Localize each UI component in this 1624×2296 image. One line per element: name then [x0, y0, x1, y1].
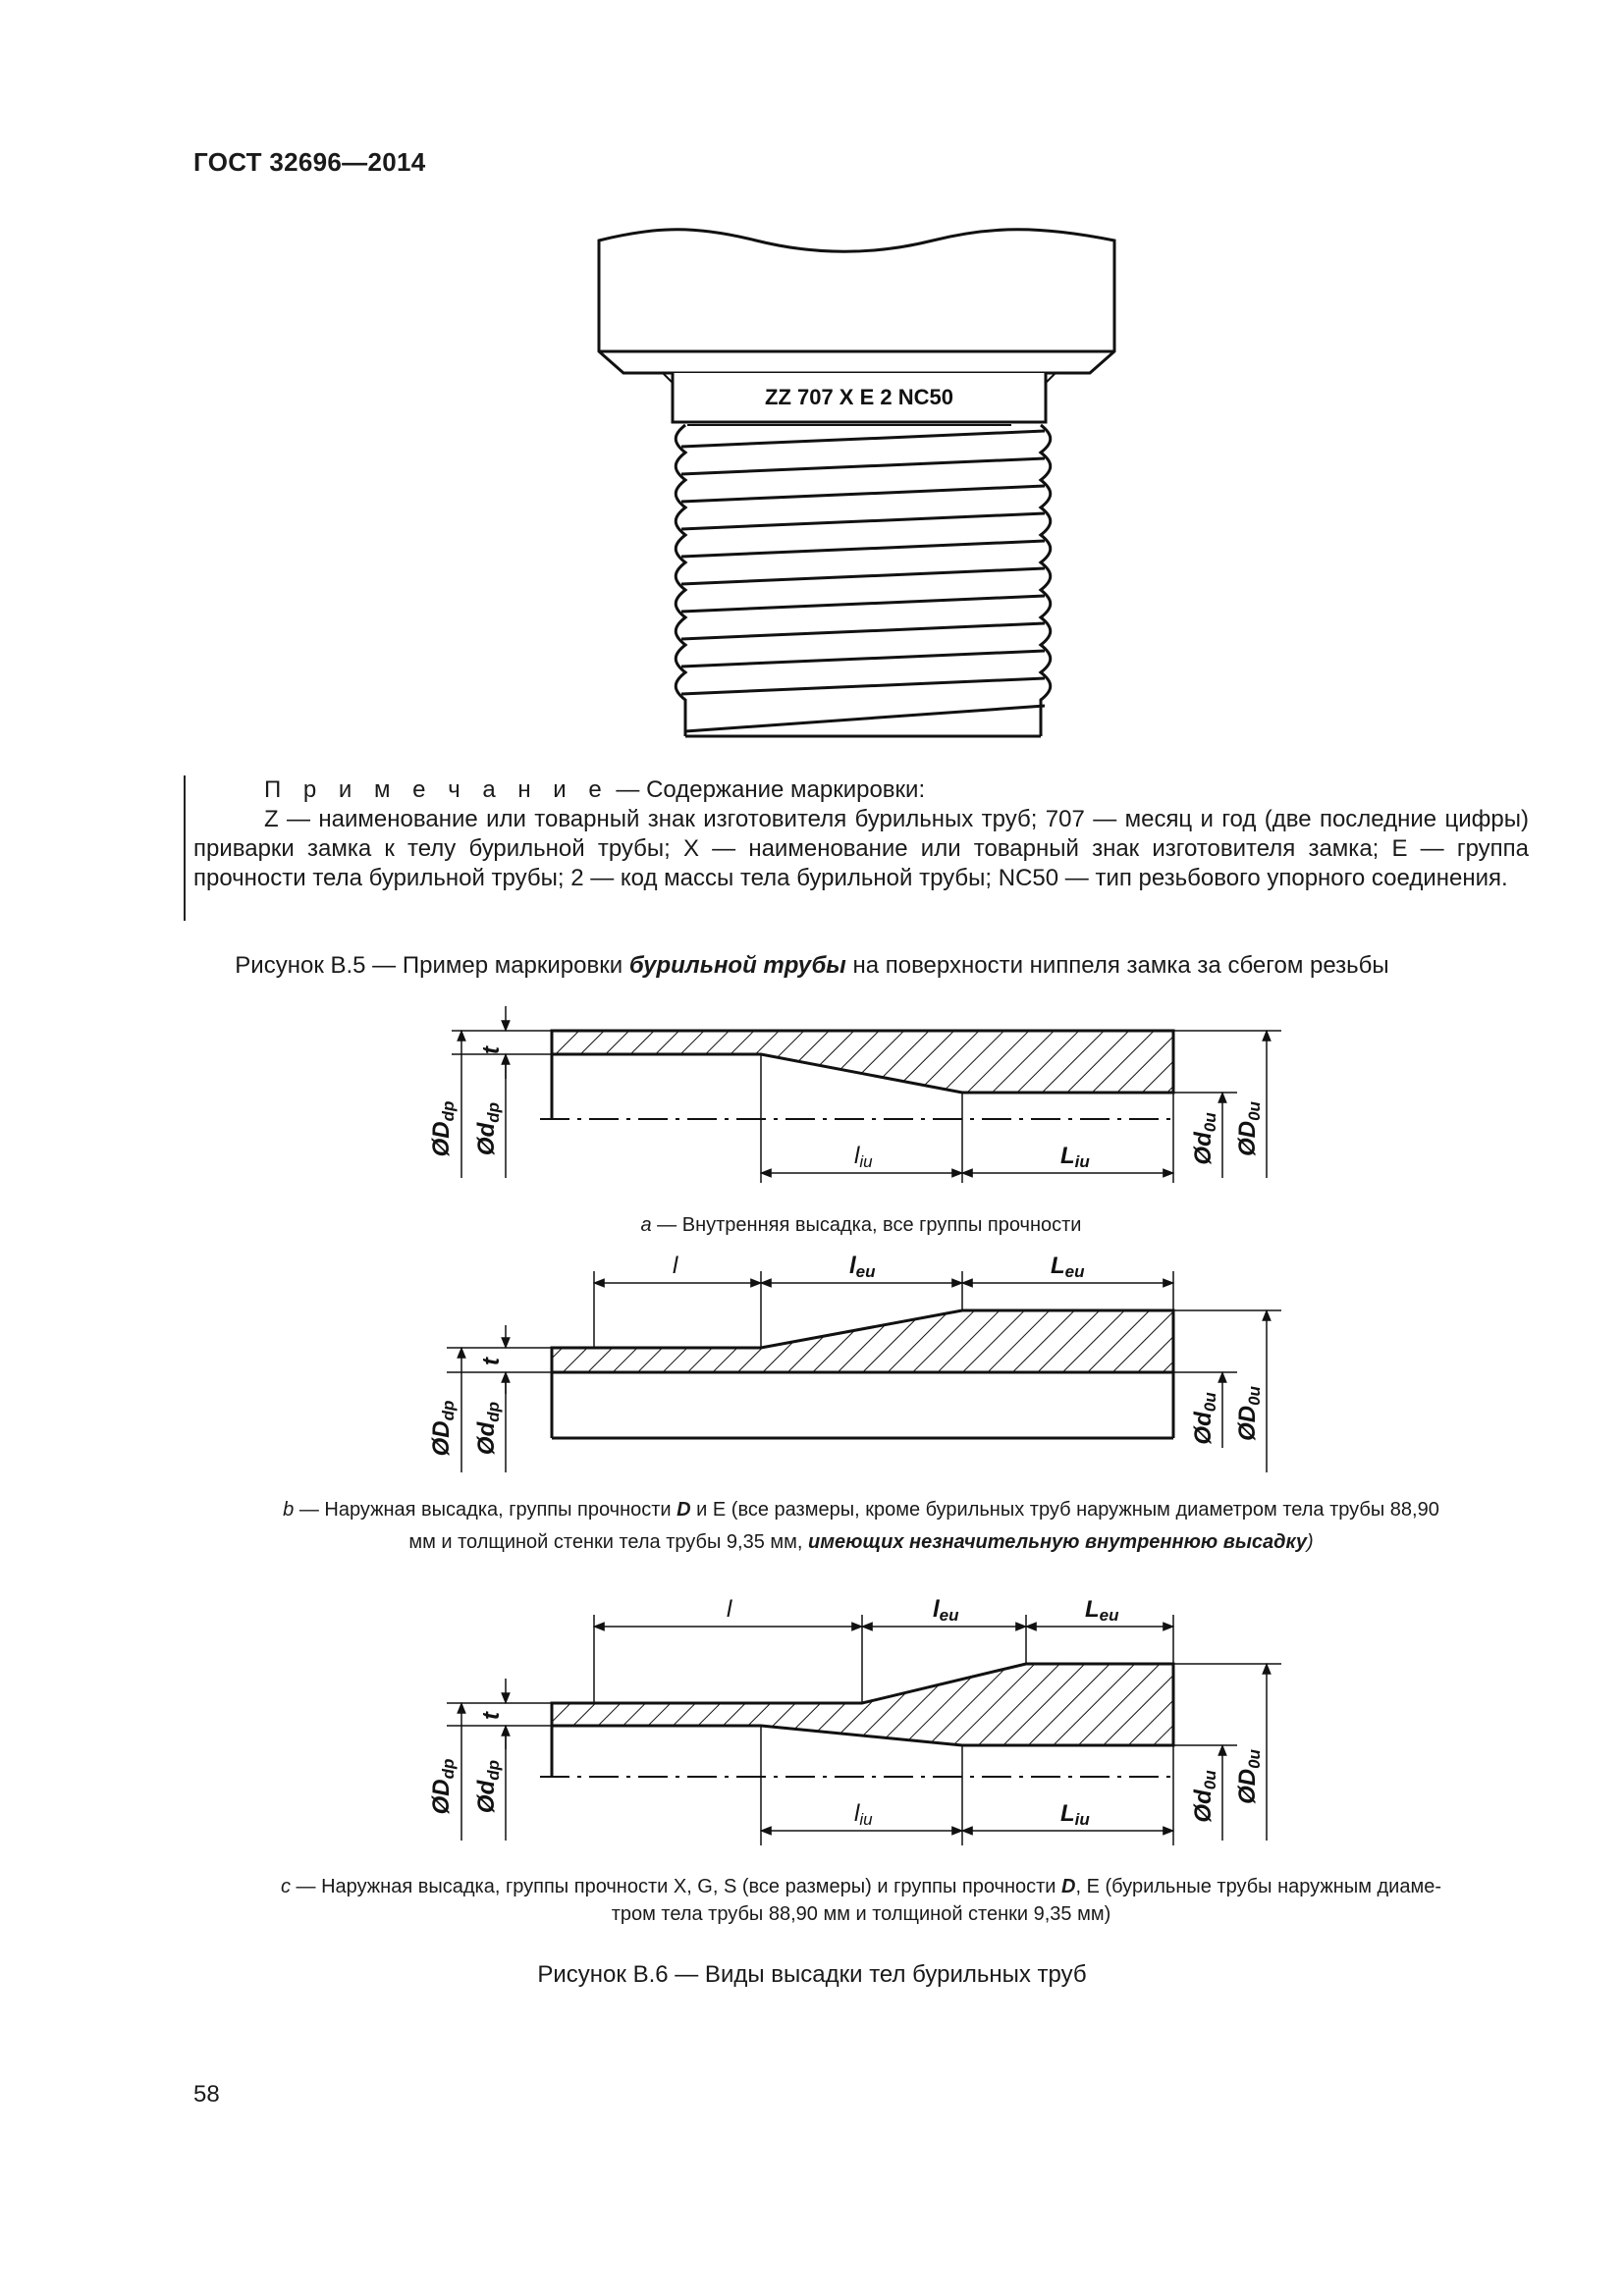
upset-diagram-b: l leu Leu t ØDdp Øddp Ød0u ØD0u — [428, 1253, 1281, 1472]
note-title: П р и м е ч а н и е — Содержание маркиро… — [264, 776, 926, 803]
figure-b6-caption: Рисунок В.6 — Виды высадки тел бурильных… — [537, 1961, 1087, 1988]
label-t: t — [478, 1711, 505, 1720]
pin-thread-drawing: ZZ 707 X E 2 NC50 — [597, 228, 1116, 738]
note-body: Z — наименование или товарный знак изгот… — [193, 806, 1529, 891]
marking-text: ZZ 707 X E 2 NC50 — [765, 385, 953, 409]
label-leu: leu — [933, 1596, 959, 1625]
subcaption-c: c — Наружная высадка, группы прочности X… — [281, 1876, 1441, 1925]
figure-b5-caption: Рисунок В.5 — Пример маркировки бурильно… — [235, 952, 1389, 979]
label-Ddp: ØDdp — [428, 1759, 458, 1815]
label-t: t — [478, 1045, 505, 1054]
upset-diagram-a: t ØDdp Øddp Ød0u ØD0u liu Liu — [428, 1006, 1281, 1183]
label-liu: liu — [854, 1800, 873, 1829]
label-liu: liu — [854, 1143, 873, 1171]
label-Leu: Leu — [1051, 1253, 1085, 1281]
label-l: l — [727, 1596, 732, 1623]
subcaption-b: b — Наружная высадка, группы прочности D… — [283, 1499, 1439, 1553]
label-t: t — [478, 1357, 505, 1365]
label-ddp: Øddp — [473, 1402, 503, 1455]
label-ddp: Øddp — [473, 1102, 503, 1155]
marking-band-outline — [671, 373, 1048, 424]
wall-section-a — [550, 1029, 1175, 1095]
upset-diagram-c: l leu Leu liu Liu t ØDdp Øddp Ød0u ØD0u — [428, 1596, 1281, 1845]
label-d0u: Ød0u — [1190, 1770, 1219, 1823]
label-Ddp: ØDdp — [428, 1401, 458, 1457]
label-leu: leu — [849, 1253, 876, 1281]
joint-body-outline — [597, 228, 1116, 375]
thread-profile — [674, 423, 1053, 738]
label-d0u: Ød0u — [1190, 1112, 1219, 1165]
note-margin-bar — [184, 775, 186, 921]
label-Liu: Liu — [1060, 1143, 1090, 1171]
label-Liu: Liu — [1060, 1800, 1090, 1829]
page-number: 58 — [193, 2081, 220, 2108]
thread-crest-lines — [680, 429, 1046, 733]
label-l: l — [673, 1253, 678, 1279]
marking-note: П р и м е ч а н и е — Содержание маркиро… — [184, 775, 1529, 921]
wall-section-b — [550, 1308, 1175, 1374]
label-Ddp: ØDdp — [428, 1101, 458, 1157]
label-D0u: ØD0u — [1234, 1100, 1264, 1155]
label-d0u: Ød0u — [1190, 1392, 1219, 1445]
label-Leu: Leu — [1085, 1596, 1119, 1625]
label-ddp: Øddp — [473, 1760, 503, 1813]
standard-header: ГОСТ 32696—2014 — [193, 147, 426, 177]
label-D0u: ØD0u — [1234, 1748, 1264, 1803]
subcaption-a: a — Внутренняя высадка, все группы прочн… — [640, 1214, 1082, 1236]
label-D0u: ØD0u — [1234, 1385, 1264, 1440]
